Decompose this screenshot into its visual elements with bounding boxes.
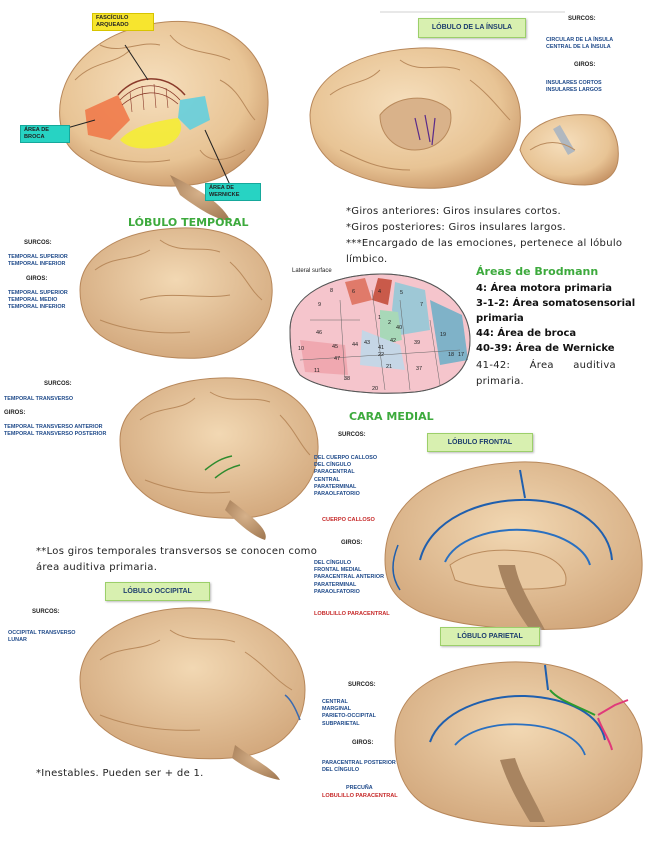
insula-giros-head: GIROS: [574,62,595,68]
brodmann-num: 9 [318,302,321,308]
brodmann-num: 45 [332,344,338,350]
brodmann-num: 47 [334,356,340,362]
brodmann-num: 1 [378,315,381,321]
parietal-giros-head: GIROS: [352,740,373,746]
brodmann-num: 37 [416,366,422,372]
frontal-giros-head: GIROS: [341,540,362,546]
brodmann-num: 39 [414,340,420,346]
insula-notes: *Giros anteriores: Giros insulares corto… [346,204,622,268]
brodmann-num: 18 [448,352,454,358]
brodmann-title: Áreas de Brodmann [476,265,598,278]
brodmann-last2: primaria. [476,376,524,387]
brain-medial-frontal [385,462,642,630]
parietal-surcos-head: SURCOS: [348,682,376,688]
brodmann-num: 44 [352,342,358,348]
brodmann-num: 46 [316,330,322,336]
brodmann-num: 8 [330,288,333,294]
brodmann-num: 20 [372,386,378,392]
frontal-title: LÓBULO FRONTAL [427,433,533,452]
brodmann-num: 2 [388,320,391,326]
cuerpo-calloso-label: CUERPO CALLOSO [322,517,375,524]
brodmann-num: 6 [352,289,355,295]
brain-medial-parietal [395,662,642,827]
lateral-surface-label: Lateral surface [292,268,332,275]
brodmann-num: 7 [420,302,423,308]
brodmann-num: 42 [390,338,396,344]
brain-temporal-1 [80,228,272,358]
brodmann-num: 21 [386,364,392,370]
brodmann-num: 41 [378,345,384,351]
cara-medial-title: CARA MEDIAL [349,410,434,423]
occipital-surcos-head: SURCOS: [32,609,60,615]
temporal-giros2-head: GIROS: [4,410,25,416]
temporal-title: LÓBULO TEMPORAL [128,216,248,229]
brodmann-list: 4: Área motora primaria 3-1-2: Área soma… [476,281,635,356]
occipital-note: *Inestables. Pueden ser + de 1. [36,768,204,779]
brodmann-num: 40 [396,325,402,331]
occipital-title: LÓBULO OCCIPITAL [105,582,210,601]
brodmann-num: 43 [364,340,370,346]
temporal-surcos2-head: SURCOS: [44,381,72,387]
brodmann-num: 5 [400,290,403,296]
parietal-title: LÓBULO PARIETAL [440,627,540,646]
brain-insula [310,48,618,188]
parietal-precuna: PRECUÑA [346,785,373,792]
brodmann-num: 11 [314,368,320,374]
frontal-surcos-head: SURCOS: [338,432,366,438]
brain-occipital [80,608,305,780]
frontal-lobulillo: LOBULILLO PARACENTRAL [314,611,390,618]
brodmann-num: 17 [458,352,464,358]
brodmann-num: 19 [440,332,446,338]
brodmann-num: 38 [344,376,350,382]
brodmann-num: 22 [378,352,384,358]
insula-title: LÓBULO DE LA ÍNSULA [418,18,526,38]
temporal-surcos-head: SURCOS: [24,240,52,246]
parietal-lobulillo: LOBULILLO PARACENTRAL [322,793,398,800]
brain-temporal-2 [120,378,318,540]
brodmann-num: 10 [298,346,304,352]
brodmann-num: 4 [378,289,381,295]
temporal-note: **Los giros temporales transversos se co… [36,544,317,576]
temporal-giros-head: GIROS: [26,276,47,282]
temporal-surcos2-list: TEMPORAL TRANSVERSO [4,396,73,403]
insula-surcos-head: SURCOS: [568,16,596,22]
